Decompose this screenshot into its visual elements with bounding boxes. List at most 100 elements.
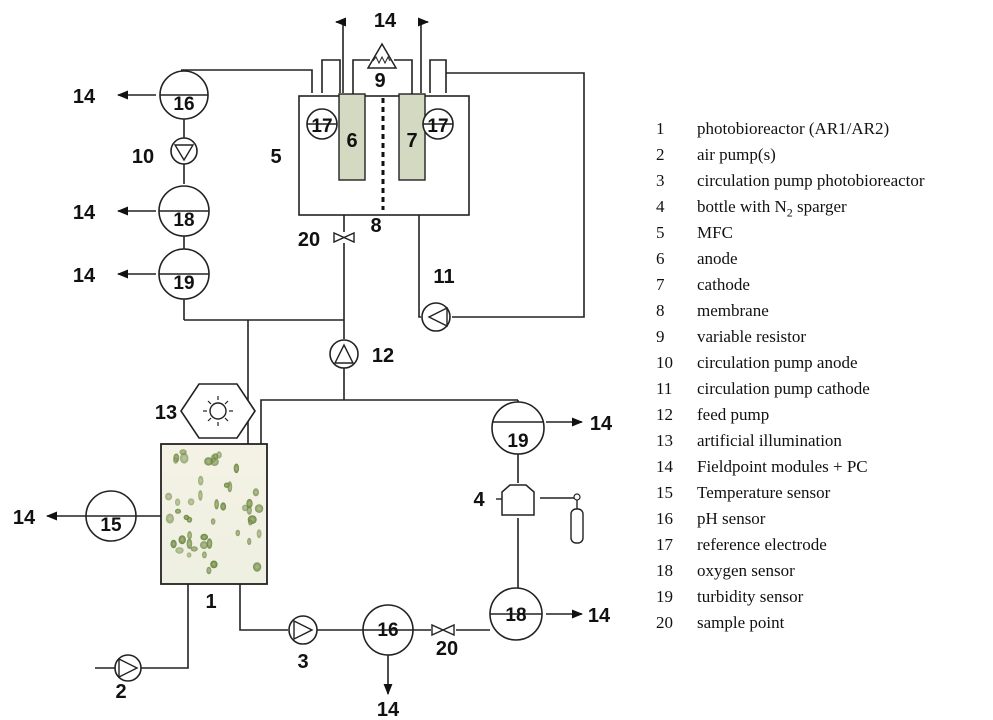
legend-text: photobioreactor (AR1/AR2) [697, 116, 889, 142]
ph-sensor-bottom [362, 604, 414, 656]
legend-text: reference electrode [697, 532, 827, 558]
legend-text-main: artificial illumination [697, 431, 842, 450]
n2-gas-cylinder-icon [570, 493, 584, 544]
label-fieldpoint-5: 14 [590, 413, 613, 435]
algae-cell [223, 482, 230, 488]
legend-text-main: circulation pump cathode [697, 379, 870, 398]
algae-cell [256, 529, 262, 539]
label-15: 15 [100, 515, 122, 536]
legend-text: cathode [697, 272, 750, 298]
legend-row: 8 membrane [656, 298, 925, 324]
legend-text: Temperature sensor [697, 480, 830, 506]
legend-row: 2 air pump(s) [656, 142, 925, 168]
legend-text: variable resistor [697, 324, 806, 350]
label-20-top: 20 [298, 229, 320, 251]
label-fieldpoint-2: 14 [73, 202, 96, 224]
legend-number: 15 [656, 483, 673, 502]
legend-text-main: reference electrode [697, 535, 827, 554]
algae-cell [242, 504, 249, 512]
label-3: 3 [297, 651, 308, 673]
algae-cell [212, 453, 219, 460]
algae-cell [246, 498, 253, 509]
algae-cell [235, 529, 241, 537]
label-13: 13 [155, 402, 177, 424]
label-fieldpoint-6: 14 [588, 605, 611, 627]
legend-text-main: turbidity sensor [697, 587, 804, 606]
algae-cell [247, 537, 252, 546]
label-12: 12 [372, 345, 394, 367]
algae-cell [187, 531, 193, 540]
label-16-top: 16 [173, 94, 194, 115]
legend-text-main: bottle with N [697, 197, 787, 216]
algae-cell [179, 449, 187, 455]
algae-cell [190, 546, 198, 552]
legend-row: 11 circulation pump cathode [656, 376, 925, 402]
algae-cell [165, 513, 174, 524]
algae-cell [175, 508, 181, 514]
label-2: 2 [115, 681, 126, 703]
piping [95, 22, 585, 669]
legend-number: 17 [656, 535, 673, 554]
algae-cell [252, 488, 259, 497]
legend-number: 11 [656, 379, 673, 398]
algae-cell [178, 535, 186, 545]
legend-number: 13 [656, 431, 673, 450]
algae-cell [200, 533, 208, 541]
legend-text: pH sensor [697, 506, 765, 532]
algae-cell [254, 504, 264, 513]
variable-resistor-icon [366, 42, 398, 69]
legend-text-main: oxygen sensor [697, 561, 795, 580]
legend-text-main: Fieldpoint modules + PC [697, 457, 868, 476]
legend-text: bottle with N2 sparger [697, 194, 847, 220]
legend-text-main: circulation pump photobioreactor [697, 171, 925, 190]
algae-cell [187, 498, 195, 506]
legend-row: 13 artificial illumination [656, 428, 925, 454]
legend-number: 2 [656, 145, 665, 164]
signal-arrows [45, 17, 584, 696]
legend-text-main: MFC [697, 223, 733, 242]
legend-text: oxygen sensor [697, 558, 795, 584]
algae-cell [198, 490, 203, 501]
legend-number: 9 [656, 327, 665, 346]
cathode [398, 93, 426, 181]
legend-text-main: anode [697, 249, 738, 268]
circulation-pump-cathode-icon [421, 302, 451, 332]
legend-text: anode [697, 246, 738, 272]
legend-number: 1 [656, 119, 665, 138]
circulation-pump-photobioreactor-icon [288, 615, 318, 645]
legend-number: 18 [656, 561, 673, 580]
legend-row: 16 pH sensor [656, 506, 925, 532]
legend-text-main: feed pump [697, 405, 770, 424]
label-8: 8 [370, 215, 381, 237]
algae-cell [170, 539, 177, 549]
algae-cell [186, 552, 192, 558]
legend-text-main: variable resistor [697, 327, 807, 346]
legend-number: 8 [656, 301, 665, 320]
reference-electrode-anode [306, 108, 338, 140]
legend-number: 16 [656, 509, 673, 528]
legend-text: membrane [697, 298, 769, 324]
algae-cell [186, 538, 193, 549]
diagram-labels: 14 14 14 14 14 14 14 14 16 18 19 10 5 6 … [13, 10, 613, 720]
reference-electrode-cathode [422, 108, 454, 140]
algae-cell [206, 538, 213, 549]
sample-valve-top [333, 231, 355, 244]
legend-text-after: sparger [792, 197, 847, 216]
legend-row: 18 oxygen sensor [656, 558, 925, 584]
label-16-bottom: 16 [377, 620, 398, 641]
label-19-right: 19 [507, 431, 528, 452]
algae-cell [220, 502, 227, 511]
legend-text: Fieldpoint modules + PC [697, 454, 868, 480]
turbidity-sensor-top [158, 248, 210, 300]
legend-text: air pump(s) [697, 142, 776, 168]
algae-cell [206, 566, 212, 575]
